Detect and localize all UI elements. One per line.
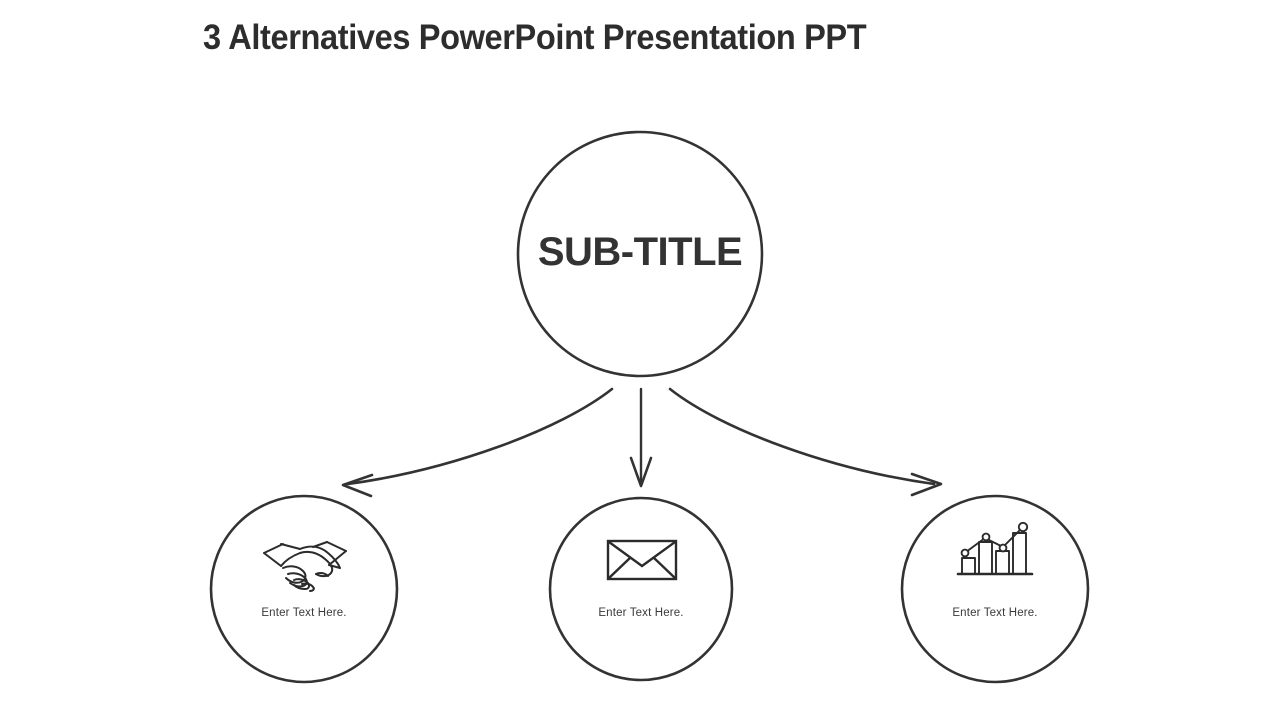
arrowhead-middle bbox=[629, 456, 653, 488]
node-left-label: Enter Text Here. bbox=[261, 607, 347, 619]
arrow-to-right-node bbox=[668, 387, 943, 497]
node-right-circle[interactable] bbox=[900, 494, 1090, 684]
node-left[interactable] bbox=[209, 494, 399, 684]
bar-chart-icon bbox=[956, 521, 1034, 576]
node-right-label: Enter Text Here. bbox=[952, 607, 1038, 619]
node-middle-label: Enter Text Here. bbox=[598, 607, 684, 619]
arrowhead-left bbox=[341, 473, 374, 498]
arrow-to-middle-node bbox=[629, 387, 653, 488]
envelope-icon bbox=[606, 539, 678, 581]
node-left-circle[interactable] bbox=[209, 494, 399, 684]
arrow-to-left-node bbox=[341, 387, 614, 498]
node-middle-circle[interactable] bbox=[548, 496, 734, 682]
page-title: 3 Alternatives PowerPoint Presentation P… bbox=[203, 18, 867, 57]
center-node-label: SUB-TITLE bbox=[537, 230, 743, 274]
node-right[interactable] bbox=[900, 494, 1090, 684]
center-node-circle[interactable] bbox=[516, 130, 764, 378]
arrowhead-right bbox=[910, 472, 943, 497]
handshake-icon bbox=[263, 541, 347, 592]
node-middle[interactable] bbox=[548, 496, 734, 682]
